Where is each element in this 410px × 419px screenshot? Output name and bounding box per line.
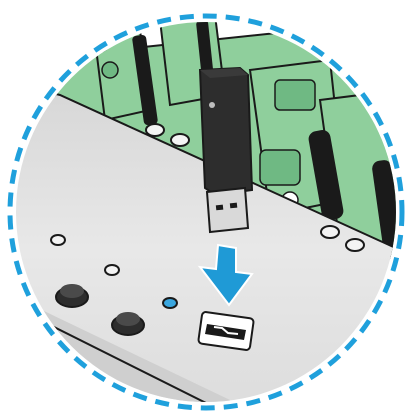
usb-port-icon <box>198 312 254 351</box>
status-led-icon <box>163 298 177 308</box>
usb-dongle-icon <box>200 68 252 232</box>
